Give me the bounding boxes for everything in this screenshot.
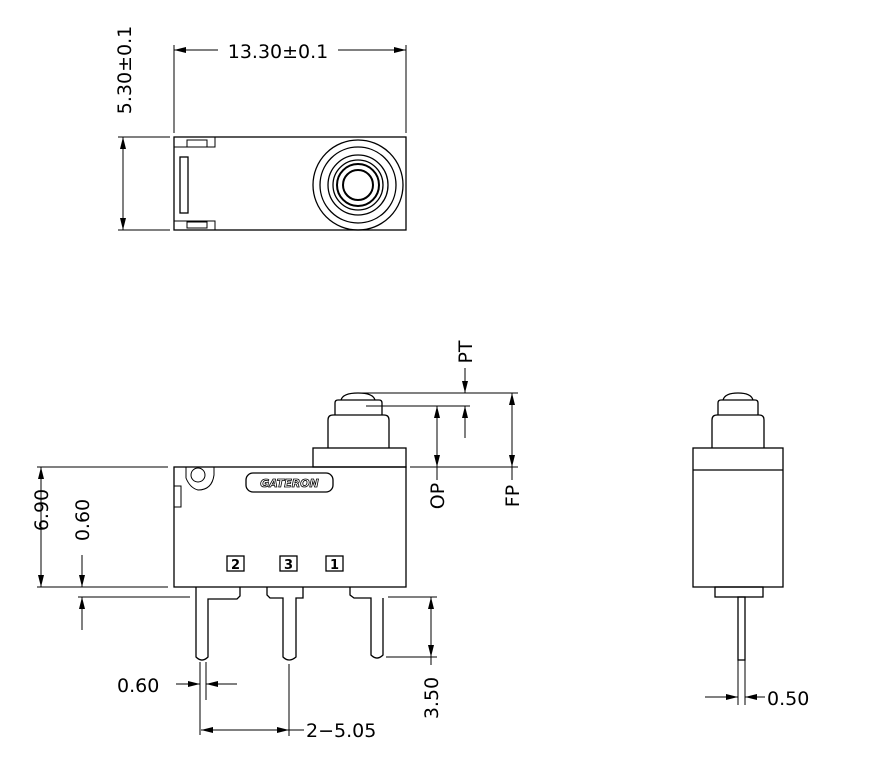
terminal-2: 2 [231, 558, 240, 573]
pitch-dimension: 2−5.05 [306, 720, 376, 742]
side-view: GATERON 2 3 1 6.90 0.60 3.50 [31, 340, 524, 742]
height-dimension-side: 6.90 [31, 489, 53, 531]
pt-label: PT [455, 340, 477, 363]
fp-label: FP [502, 485, 524, 507]
gateron-logo: GATERON [245, 472, 334, 493]
op-label: OP [427, 483, 449, 509]
terminal-1: 1 [330, 558, 339, 573]
pins [195, 587, 384, 661]
plunger-circles [312, 139, 404, 231]
svg-text:GATERON: GATERON [260, 477, 319, 490]
pin-length-dimension: 3.50 [421, 677, 443, 719]
width-dimension: 13.30±0.1 [228, 41, 329, 63]
terminal-labels: 2 3 1 [226, 555, 344, 573]
offset-dimension: 0.60 [72, 499, 94, 541]
terminal-3: 3 [284, 558, 293, 573]
height-dimension: 5.30±0.1 [114, 26, 136, 114]
top-view: 13.30±0.1 5.30±0.1 [114, 26, 407, 231]
pin-width-dimension: 0.60 [117, 675, 159, 697]
pin-thickness-dimension: 0.50 [767, 688, 809, 710]
end-view: 0.50 [692, 392, 809, 710]
